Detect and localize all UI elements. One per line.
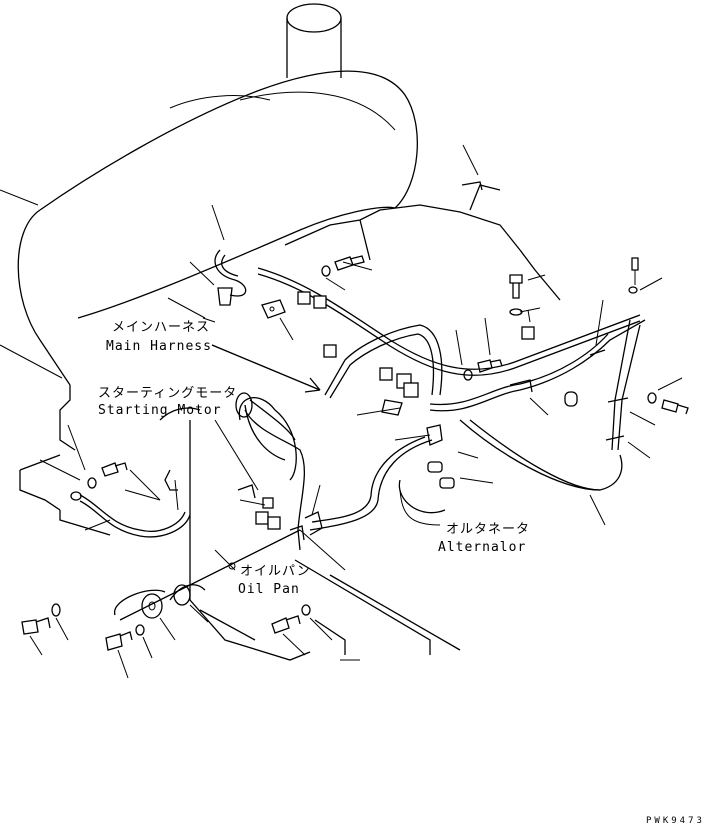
starting-motor-label-jp: スターティングモータ bbox=[98, 386, 237, 401]
main-harness-label-jp: メインハーネス bbox=[112, 320, 210, 335]
alternator-label-jp: オルタネータ bbox=[446, 522, 530, 537]
bolts bbox=[21, 255, 689, 651]
main-harness bbox=[214, 249, 646, 551]
starting-motor-label-en: Starting Motor bbox=[98, 403, 222, 418]
starting-motor bbox=[235, 392, 297, 481]
engine-block bbox=[19, 184, 623, 661]
main-harness-label-en: Main Harness bbox=[106, 339, 212, 354]
clamps bbox=[202, 181, 639, 541]
connectors bbox=[255, 291, 578, 530]
muffler bbox=[0, 3, 418, 386]
oil-pan-label-jp: オイルパン bbox=[240, 564, 311, 579]
alternator bbox=[398, 461, 455, 514]
leader-lines bbox=[29, 144, 683, 679]
oil-pan-label-en: Oil Pan bbox=[238, 582, 300, 597]
ground-cable bbox=[70, 469, 191, 538]
drawing-code: PWK9473 bbox=[646, 816, 705, 826]
alternator-label-en: Alternalor bbox=[438, 540, 526, 555]
